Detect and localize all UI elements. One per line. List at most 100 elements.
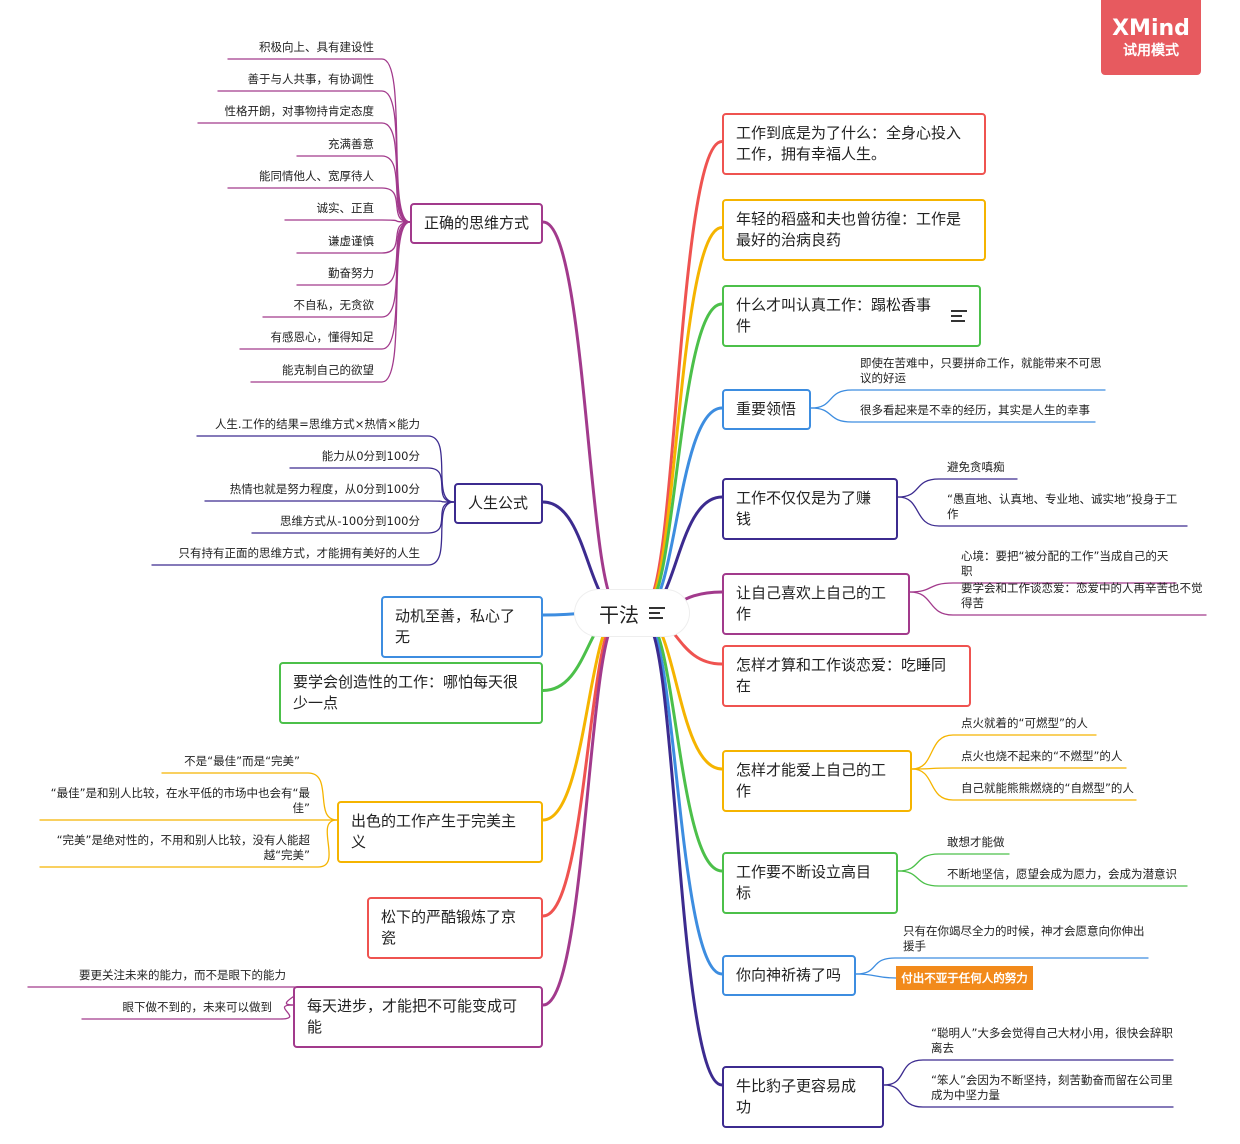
- left-subtopic[interactable]: 充满善意: [328, 137, 374, 151]
- right-subtopic-line: [897, 853, 1010, 872]
- right-branch-line: [644, 140, 724, 604]
- left-subtopic[interactable]: 热情也就是努力程度，从0分到100分: [229, 482, 420, 496]
- left-subtopic[interactable]: “最佳”是和别人比较，在水平低的市场中也会有“最佳”: [50, 786, 310, 815]
- left-subtopic[interactable]: 诚实、正直: [316, 201, 375, 215]
- right-subtopic[interactable]: 要学会和工作谈恋爱：恋爱中的人再辛苦也不觉得苦: [961, 581, 1203, 610]
- left-subtopic[interactable]: 性格开朗，对事物持肯定态度: [224, 104, 375, 118]
- right-topic-0[interactable]: 工作到底是为了什么：全身心投入工作，拥有幸福人生。: [722, 113, 986, 175]
- left-subtopic[interactable]: 眼下做不到的，未来可以做到: [122, 1000, 273, 1014]
- topic-label: 正确的思维方式: [424, 214, 530, 232]
- right-subtopic[interactable]: 不断地坚信，愿望会成为愿力，会成为潜意识: [947, 867, 1177, 881]
- right-subtopic-line: [909, 582, 1177, 593]
- badge-subtitle: 试用模式: [1123, 43, 1179, 59]
- right-subtopic[interactable]: 即使在苦难中，只要拼命工作，就能带来不可思议的好运: [860, 356, 1102, 385]
- right-topic-8[interactable]: 工作要不断设立高目标: [722, 852, 898, 914]
- left-subtopic[interactable]: 人生.工作的结果=思维方式×热情×能力: [214, 417, 420, 431]
- note-icon[interactable]: [951, 307, 967, 325]
- right-subtopic-line: [855, 957, 1149, 975]
- right-subtopic-line: [897, 496, 1188, 527]
- central-topic[interactable]: 干法: [575, 590, 689, 636]
- right-branch-line: [644, 226, 724, 606]
- left-subtopic-line: [217, 90, 411, 223]
- right-subtopic-line: [911, 734, 1097, 770]
- topic-label: 工作到底是为了什么：全身心投入工作，拥有幸福人生。: [736, 124, 962, 163]
- tag-line: [855, 973, 897, 979]
- left-subtopic[interactable]: 能克制自己的欲望: [282, 363, 374, 377]
- right-subtopic[interactable]: 很多看起来是不幸的经历，其实是人生的幸事: [860, 403, 1090, 417]
- topic-label: 工作要不断设立高目标: [736, 863, 872, 902]
- right-topic-9[interactable]: 你向神祈祷了吗: [722, 955, 856, 996]
- topic-label: 什么才叫认真工作：蹋松香事件: [736, 296, 932, 335]
- left-topic-0[interactable]: 正确的思维方式: [410, 203, 543, 244]
- left-subtopic[interactable]: 谦虚谨慎: [328, 234, 374, 248]
- effort-tag[interactable]: 付出不亚于任何人的努力: [896, 966, 1033, 990]
- left-subtopic-line: [197, 122, 411, 223]
- right-subtopic-line: [883, 1084, 1174, 1108]
- left-topic-6[interactable]: 每天进步，才能把不可能变成可能: [293, 986, 543, 1048]
- right-subtopic[interactable]: 只有在你竭尽全力的时候，神才会愿意向你伸出援手: [903, 924, 1145, 953]
- right-subtopic[interactable]: 点火也烧不起来的“不燃型”的人: [961, 749, 1123, 763]
- right-topic-3[interactable]: 重要领悟: [722, 389, 811, 430]
- right-subtopic-line: [883, 1059, 1174, 1086]
- left-topic-1[interactable]: 人生公式: [454, 483, 543, 524]
- topic-label: 让自己喜欢上自己的工作: [736, 584, 887, 623]
- left-subtopic[interactable]: “完美”是绝对性的，不用和别人比较，没有人能超越“完美”: [56, 833, 310, 862]
- topic-label: 每天进步，才能把不可能变成可能: [307, 997, 518, 1036]
- topic-label: 牛比豹子更容易成功: [736, 1077, 857, 1116]
- left-branch-line: [541, 220, 620, 608]
- right-subtopic[interactable]: 敢想才能做: [947, 835, 1005, 849]
- left-subtopic-line: [296, 221, 411, 254]
- left-subtopic[interactable]: 能同情他人、宽厚待人: [259, 169, 374, 183]
- left-subtopic[interactable]: 有感恩心，懂得知足: [270, 330, 375, 344]
- left-topic-4[interactable]: 出色的工作产生于完美主义: [337, 801, 543, 863]
- left-subtopic[interactable]: 积极向上、具有建设性: [259, 40, 374, 54]
- right-topic-2[interactable]: 什么才叫认真工作：蹋松香事件: [722, 285, 981, 347]
- left-subtopic-line: [296, 155, 411, 223]
- right-subtopic[interactable]: 心境：要把“被分配的工作”当成自己的天职: [961, 549, 1169, 578]
- right-topic-10[interactable]: 牛比豹子更容易成功: [722, 1066, 884, 1128]
- left-topic-2[interactable]: 动机至善，私心了无: [381, 596, 543, 658]
- right-subtopic-line: [897, 478, 1018, 498]
- right-branch-line: [644, 620, 724, 976]
- right-subtopic[interactable]: 自己就能熊熊燃烧的“自燃型”的人: [961, 781, 1134, 795]
- right-subtopic-line: [810, 407, 1096, 423]
- left-subtopic[interactable]: 不自私，无贪欲: [293, 298, 375, 312]
- topic-label: 年轻的稻盛和夫也曾彷徨：工作是最好的治病良药: [736, 210, 962, 249]
- topic-label: 你向神祈祷了吗: [736, 966, 842, 984]
- left-subtopic[interactable]: 勤奋努力: [328, 266, 374, 280]
- topic-label: 怎样才能爱上自己的工作: [736, 761, 887, 800]
- right-subtopic-line: [909, 591, 1207, 616]
- topic-label: 松下的严酷锻炼了京瓷: [381, 908, 517, 947]
- right-subtopic[interactable]: “愚直地、认真地、专业地、诚实地”投身于工作: [947, 492, 1178, 521]
- left-subtopic[interactable]: 要更关注未来的能力，而不是眼下的能力: [79, 968, 286, 982]
- left-topic-5[interactable]: 松下的严酷锻炼了京瓷: [367, 897, 543, 959]
- right-topic-1[interactable]: 年轻的稻盛和夫也曾彷徨：工作是最好的治病良药: [722, 199, 986, 261]
- badge-title: XMind: [1112, 16, 1190, 41]
- right-subtopic-line: [897, 870, 1188, 887]
- trial-mode-badge[interactable]: XMind 试用模式: [1101, 0, 1201, 75]
- left-subtopic-line: [161, 772, 338, 821]
- right-topic-5[interactable]: 让自己喜欢上自己的工作: [722, 573, 910, 635]
- right-subtopic[interactable]: “笨人”会因为不断坚持，刻苦勤奋而留在公司里成为中坚力量: [931, 1073, 1173, 1102]
- right-topic-6[interactable]: 怎样才算和工作谈恋爱：吃睡同在: [722, 645, 971, 707]
- left-subtopic-line: [204, 500, 455, 503]
- left-subtopic[interactable]: 能力从0分到100分: [321, 449, 420, 463]
- right-topic-7[interactable]: 怎样才能爱上自己的工作: [722, 750, 912, 812]
- right-subtopic[interactable]: 点火就着的“可燃型”的人: [961, 716, 1088, 730]
- left-subtopic-line: [250, 221, 411, 383]
- topic-label: 怎样才算和工作谈恋爱：吃睡同在: [736, 656, 947, 695]
- right-topic-4[interactable]: 工作不仅仅是为了赚钱: [722, 478, 898, 540]
- left-subtopic[interactable]: 不是“最佳”而是“完美”: [184, 754, 300, 768]
- left-subtopic-line: [284, 219, 411, 223]
- left-subtopic[interactable]: 只有持有正面的思维方式，才能拥有美好的人生: [178, 546, 421, 560]
- left-topic-3[interactable]: 要学会创造性的工作：哪怕每天很少一点: [279, 662, 543, 724]
- right-subtopic[interactable]: 避免贪嗔痴: [947, 460, 1005, 474]
- left-subtopic-line: [196, 435, 455, 503]
- note-icon[interactable]: [649, 604, 665, 622]
- left-subtopic-line: [81, 1004, 294, 1020]
- left-subtopic[interactable]: 思维方式从-100分到100分: [279, 514, 420, 528]
- right-subtopic[interactable]: “聪明人”大多会觉得自己大材小用，很快会辞职离去: [931, 1026, 1173, 1055]
- topic-label: 动机至善，私心了无: [395, 607, 516, 646]
- left-subtopic[interactable]: 善于与人共事，有协调性: [247, 72, 375, 86]
